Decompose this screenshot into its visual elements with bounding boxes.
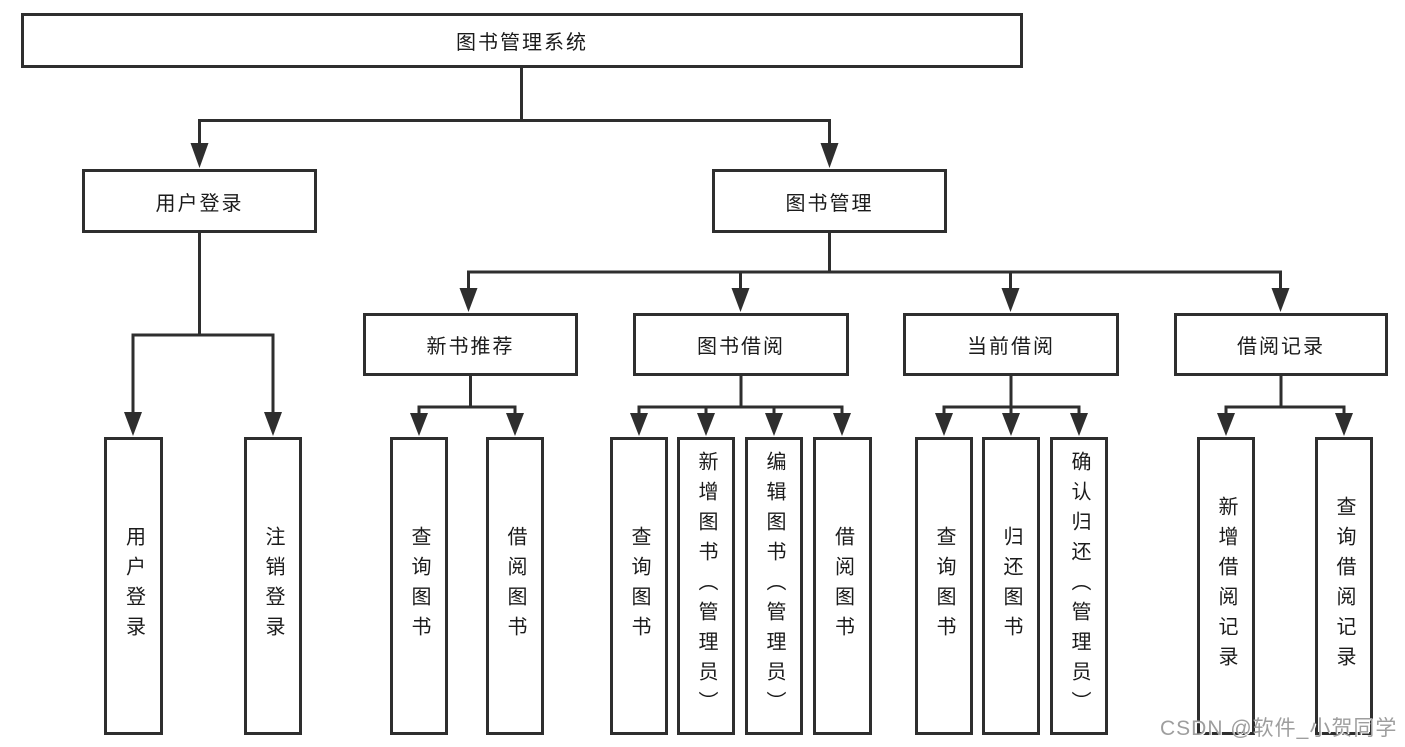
- arrowhead-icon: [124, 412, 142, 436]
- connector-current-borrowing-to-leaves: [935, 376, 1088, 436]
- connector-borrowing-records-to-leaves: [1217, 376, 1353, 436]
- node-book-management: 图书管理: [712, 169, 947, 233]
- arrowhead-icon: [935, 413, 953, 436]
- node-user-login-branch: 用户登录: [82, 169, 317, 233]
- node-book-borrowing: 图书借阅: [633, 313, 849, 376]
- node-query-borrow-record: 查询借阅记录: [1315, 437, 1373, 735]
- node-new-book-recommendation: 新书推荐: [363, 313, 578, 376]
- arrowhead-icon: [1001, 288, 1020, 312]
- node-current-borrowing: 当前借阅: [903, 313, 1119, 376]
- arrowhead-icon: [1070, 413, 1088, 436]
- arrowhead-icon: [410, 413, 428, 436]
- node-library-management-system: 图书管理系统: [21, 13, 1023, 68]
- node-query-books-recommend: 查询图书: [390, 437, 448, 735]
- arrowhead-icon: [765, 413, 783, 436]
- node-confirm-return-admin: 确认归还（管理员）: [1050, 437, 1108, 735]
- node-return-books: 归还图书: [982, 437, 1040, 735]
- arrowhead-icon: [833, 413, 851, 436]
- connector-book-management-to-level3: [459, 233, 1290, 312]
- arrowhead-icon: [459, 288, 478, 312]
- arrowhead-icon: [506, 413, 524, 436]
- arrowhead-icon: [820, 143, 839, 168]
- connector-user-login-to-leaves: [124, 233, 282, 436]
- arrowhead-icon: [1335, 413, 1353, 436]
- node-query-books-borrowing: 查询图书: [610, 437, 668, 735]
- node-logout: 注销登录: [244, 437, 302, 735]
- node-borrow-books: 借阅图书: [813, 437, 872, 735]
- arrowhead-icon: [697, 413, 715, 436]
- node-borrowing-records: 借阅记录: [1174, 313, 1388, 376]
- connector-new-book-to-leaves: [410, 376, 524, 436]
- node-borrow-books-recommend: 借阅图书: [486, 437, 544, 735]
- node-user-login: 用户登录: [104, 437, 163, 735]
- arrowhead-icon: [264, 412, 282, 436]
- node-edit-books-admin: 编辑图书（管理员）: [745, 437, 803, 735]
- node-add-borrow-record: 新增借阅记录: [1197, 437, 1255, 735]
- arrowhead-icon: [1002, 413, 1020, 436]
- arrowhead-icon: [1271, 288, 1290, 312]
- arrowhead-icon: [190, 143, 209, 168]
- connector-book-borrowing-to-leaves: [630, 376, 851, 436]
- csdn-watermark: CSDN @软件_小贺同学: [1160, 717, 1398, 740]
- arrowhead-icon: [630, 413, 648, 436]
- connector-root-to-level2: [190, 68, 839, 168]
- node-add-books-admin: 新增图书（管理员）: [677, 437, 735, 735]
- arrowhead-icon: [1217, 413, 1235, 436]
- arrowhead-icon: [731, 288, 750, 312]
- node-query-books-current: 查询图书: [915, 437, 973, 735]
